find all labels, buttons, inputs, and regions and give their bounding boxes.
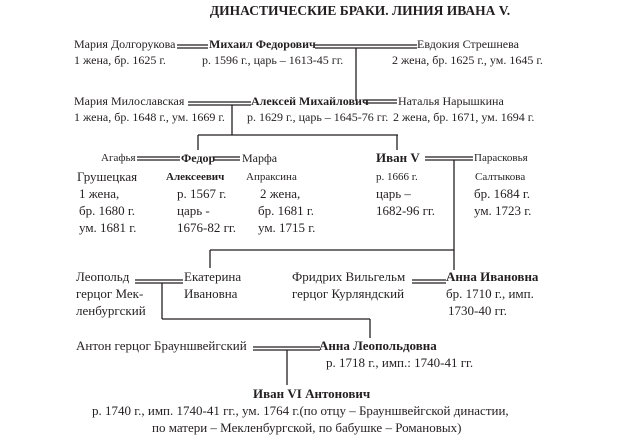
person-name: Екатерина bbox=[184, 269, 242, 284]
person-info: 1676-82 гг. bbox=[177, 220, 237, 235]
person-info: бр. 1710 г., имп. bbox=[446, 286, 534, 301]
person-info: ум. 1681 г. bbox=[79, 220, 137, 235]
person-info: бр. 1681 г. bbox=[258, 203, 314, 218]
person-name: Алексей Михайлович bbox=[251, 94, 369, 108]
person-info: бр. 1680 г. bbox=[79, 203, 135, 218]
person-name: Марфа bbox=[242, 151, 278, 165]
person-info: 1730-40 гг. bbox=[448, 303, 508, 318]
marriage-line bbox=[177, 44, 208, 49]
marriage-line bbox=[412, 279, 446, 284]
marriage-line bbox=[188, 101, 251, 106]
marriage-line bbox=[425, 156, 473, 161]
person-name: Мария Долгорукова bbox=[74, 37, 176, 51]
person-name: Анна Ивановна bbox=[446, 269, 539, 284]
person-info: р. 1718 г., имп.: 1740-41 гг. bbox=[326, 355, 474, 370]
person-info: р. 1567 г. bbox=[177, 186, 227, 201]
person-info: 2 жена, bbox=[260, 186, 301, 201]
person-name: Мария Милославская bbox=[74, 94, 185, 108]
person-name: Иван VI Антонович bbox=[253, 386, 371, 401]
person-info: Салтыкова bbox=[475, 171, 526, 183]
person-info: 2 жена, бр. 1625 г., ум. 1645 г. bbox=[392, 53, 543, 67]
person-info: 1 жена, бр. 1648 г., ум. 1669 г. bbox=[74, 110, 225, 124]
person-info: ум. 1723 г. bbox=[474, 203, 532, 218]
marriage-line bbox=[364, 99, 397, 104]
person-info: 2 жена, бр. 1671, ум. 1694 г. bbox=[393, 110, 535, 124]
marriage-line bbox=[253, 346, 320, 351]
person-info: р. 1596 г., царь – 1613-45 гг. bbox=[202, 53, 344, 67]
person-info: царь – bbox=[376, 186, 411, 201]
person-info: 1 жена, bbox=[79, 186, 120, 201]
person-info: по матери – Мекленбургской, по бабушке –… bbox=[152, 420, 462, 435]
person-info: бр. 1684 г. bbox=[474, 186, 530, 201]
person-info: царь - bbox=[177, 203, 210, 218]
person-info: герцог Мек- bbox=[76, 286, 144, 301]
person-name: Михаил Федорович bbox=[209, 37, 316, 51]
person-name: Агафья bbox=[101, 152, 136, 164]
person-info: Апраксина bbox=[246, 171, 297, 183]
person-name: Евдокия Стрешнева bbox=[417, 37, 519, 51]
marriage-line bbox=[135, 279, 183, 284]
person-info: Алексеевич bbox=[166, 171, 225, 183]
marriage-line bbox=[137, 156, 180, 161]
diagram-title: ДИНАСТИЧЕСКИЕ БРАКИ. ЛИНИЯ ИВАНА V. bbox=[209, 3, 511, 18]
person-name: Антон герцог Брауншвейгский bbox=[76, 338, 247, 353]
person-name: Фридрих Вильгельм bbox=[292, 269, 406, 284]
person-info: Ивановна bbox=[184, 286, 238, 301]
person-name: Парасковья bbox=[474, 152, 528, 164]
marriage-line bbox=[315, 44, 417, 49]
person-info: 1 жена, бр. 1625 г. bbox=[74, 53, 166, 67]
person-name: Наталья Нарышкина bbox=[398, 94, 504, 108]
person-info: Грушецкая bbox=[77, 169, 138, 184]
person-info: р. 1740 г., имп. 1740-41 гг., ум. 1764 г… bbox=[92, 403, 509, 418]
person-info: ленбургский bbox=[76, 303, 146, 318]
person-info: р. 1666 г. bbox=[376, 171, 418, 183]
person-name: Анна Леопольдовна bbox=[319, 338, 437, 353]
person-info: ум. 1715 г. bbox=[258, 220, 316, 235]
person-name: Иван V bbox=[376, 150, 420, 165]
person-name: Федор bbox=[181, 151, 216, 165]
person-info: 1682-96 гг. bbox=[376, 203, 436, 218]
person-info: р. 1629 г., царь – 1645-76 гг. bbox=[247, 110, 389, 124]
person-info: герцог Курляндский bbox=[292, 286, 405, 301]
marriage-line bbox=[213, 156, 240, 161]
person-name: Леопольд bbox=[76, 269, 130, 284]
